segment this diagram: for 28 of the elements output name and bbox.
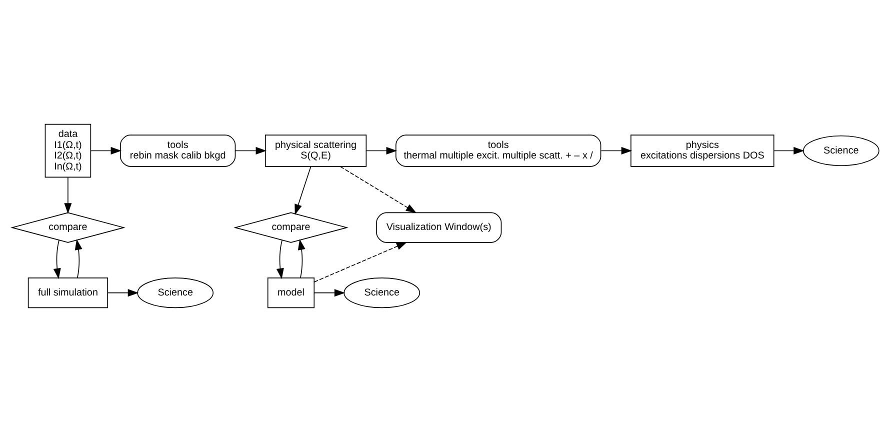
node-ellipse: Science bbox=[803, 135, 880, 166]
node-ellipse: Science bbox=[344, 278, 420, 308]
arrow bbox=[235, 146, 267, 154]
node-diamond: compare bbox=[10, 212, 126, 243]
arrow bbox=[600, 146, 632, 154]
node-ellipse: Science bbox=[137, 278, 214, 308]
arrow bbox=[366, 146, 398, 154]
arrow bbox=[314, 242, 408, 282]
node-box: tools rebin mask calib bkgd bbox=[120, 134, 236, 167]
arrow bbox=[90, 146, 122, 154]
arrow bbox=[107, 289, 139, 297]
node-box: physical scattering S(Q,E) bbox=[264, 134, 367, 167]
node-box: data I1(Ω,t) I2(Ω,t) In(Ω,t) bbox=[44, 124, 92, 178]
node-diamond: compare bbox=[234, 212, 348, 243]
arrow bbox=[276, 240, 284, 280]
arrow bbox=[74, 239, 82, 278]
arrow bbox=[298, 239, 306, 278]
arrow bbox=[774, 146, 804, 154]
node-box: full simulation bbox=[28, 278, 108, 308]
arrow bbox=[340, 166, 417, 214]
arrow bbox=[294, 166, 312, 215]
node-box: physics excitations dispersions DOS bbox=[630, 134, 774, 167]
arrow bbox=[64, 176, 72, 214]
arrow bbox=[314, 289, 346, 297]
node-box: tools thermal multiple excit. multiple scatt. + – x / bbox=[396, 134, 602, 167]
node-box: model bbox=[267, 278, 315, 308]
node-box: Visualization Window(s) bbox=[376, 212, 502, 243]
arrow bbox=[53, 240, 61, 280]
